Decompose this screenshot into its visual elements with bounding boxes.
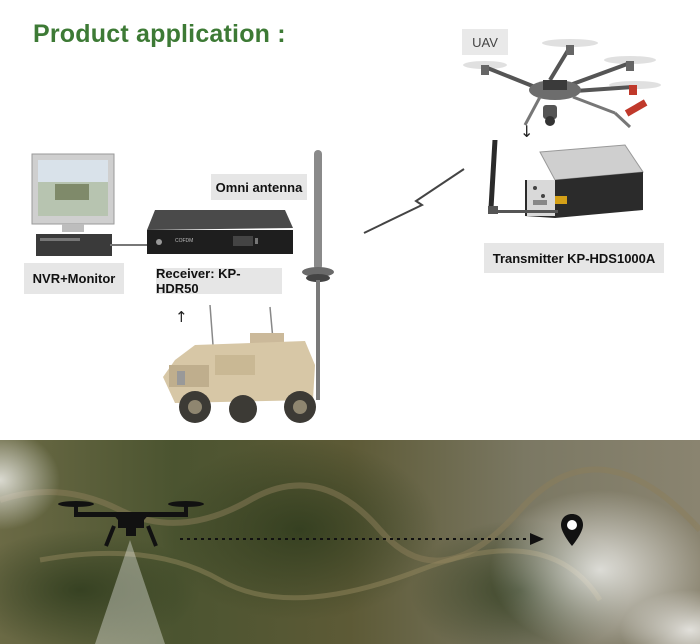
location-pin-icon xyxy=(561,514,583,546)
omni-antenna-image xyxy=(302,150,334,400)
receiver-device-image xyxy=(147,210,293,254)
uav-drone-image xyxy=(463,39,661,129)
monitor-image xyxy=(31,153,115,256)
uav-label: UAV xyxy=(462,29,508,55)
lightning-link-icon xyxy=(363,168,465,234)
nvr-monitor-label: NVR+Monitor xyxy=(24,263,124,294)
connector-line xyxy=(110,244,150,246)
transmitter-device-image xyxy=(488,140,644,218)
drone-icon xyxy=(58,501,204,547)
receiver-panel-text: COFDM xyxy=(175,238,194,244)
arrow-up-icon: ↑ xyxy=(175,308,188,326)
page-title: Product application : xyxy=(33,20,286,48)
arrow-down-icon: ↓ xyxy=(520,122,534,141)
receiver-label: Receiver: KP-HDR50 xyxy=(156,266,282,296)
omni-antenna-label: Omni antenna xyxy=(211,174,307,200)
vehicle-image xyxy=(163,305,316,423)
terrain-background xyxy=(0,440,700,644)
transmitter-label: Transmitter KP-HDS1000A xyxy=(484,243,664,273)
